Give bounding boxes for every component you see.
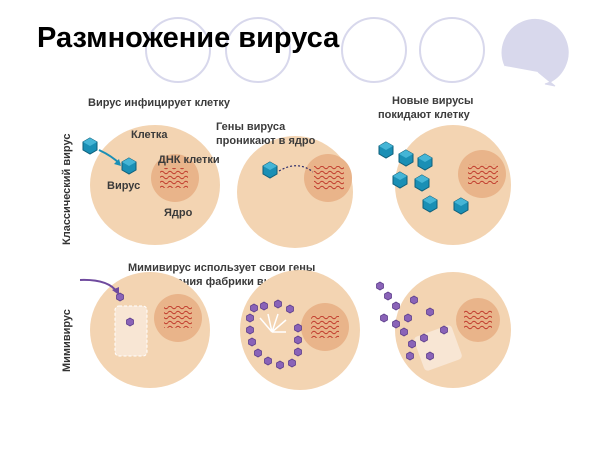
mimivirus-particle-icon <box>126 317 134 327</box>
slide-title: Размножение вируса <box>37 22 340 54</box>
panel-new-viruses-leave: Новые вирусы покидают клетку <box>378 95 511 245</box>
panel-genes-enter-nucleus: Гены вируса проникают в ядро <box>216 121 353 248</box>
dna-strands <box>160 168 188 188</box>
label-nucleus: Ядро <box>164 207 193 219</box>
label-cell-dna: ДНК клетки <box>158 154 220 166</box>
panel-mimivirus-enters <box>79 272 210 388</box>
factory-rays <box>259 313 287 333</box>
caption-mimivirus-line1: Мимивирус использует свои гены <box>128 262 315 274</box>
panel-mimiviruses-leave <box>376 272 511 388</box>
dna-strands <box>464 310 492 330</box>
caption-genes-line1: Гены вируса <box>216 121 286 133</box>
caption-virus-infects: Вирус инфицирует клетку <box>88 97 231 109</box>
caption-new-viruses-line2: покидают клетку <box>378 109 471 121</box>
panel-virion-factory <box>240 270 360 390</box>
virus-particle-icon <box>82 137 98 155</box>
label-cell: Клетка <box>131 129 168 141</box>
caption-genes-line2: проникают в ядро <box>216 135 316 147</box>
dna-strands <box>311 316 339 338</box>
label-virus: Вирус <box>107 180 140 192</box>
virus-particle-icon <box>453 197 469 215</box>
panel-virus-infects-cell: Вирус инфицирует клетку Клетка ДНК клетк… <box>82 97 231 245</box>
virus-particle-icon <box>414 174 430 192</box>
virus-particle-icon <box>417 153 433 171</box>
dna-strands <box>314 166 344 190</box>
row-label-mimivirus: Мимивирус <box>61 309 73 372</box>
dna-strands <box>468 164 498 184</box>
row-label-classic: Классический вирус <box>61 134 73 245</box>
mimivirus-particle-icon <box>116 292 124 302</box>
vacuole <box>114 305 148 357</box>
virus-particle-icon <box>392 171 408 189</box>
virus-particle-icon <box>422 195 438 213</box>
virus-particle-icon <box>378 141 394 159</box>
virus-particle-icon <box>121 157 137 175</box>
virus-particle-icon <box>262 161 278 179</box>
dna-strands <box>164 306 192 328</box>
caption-new-viruses-line1: Новые вирусы <box>392 95 473 107</box>
virus-particle-icon <box>398 149 414 167</box>
